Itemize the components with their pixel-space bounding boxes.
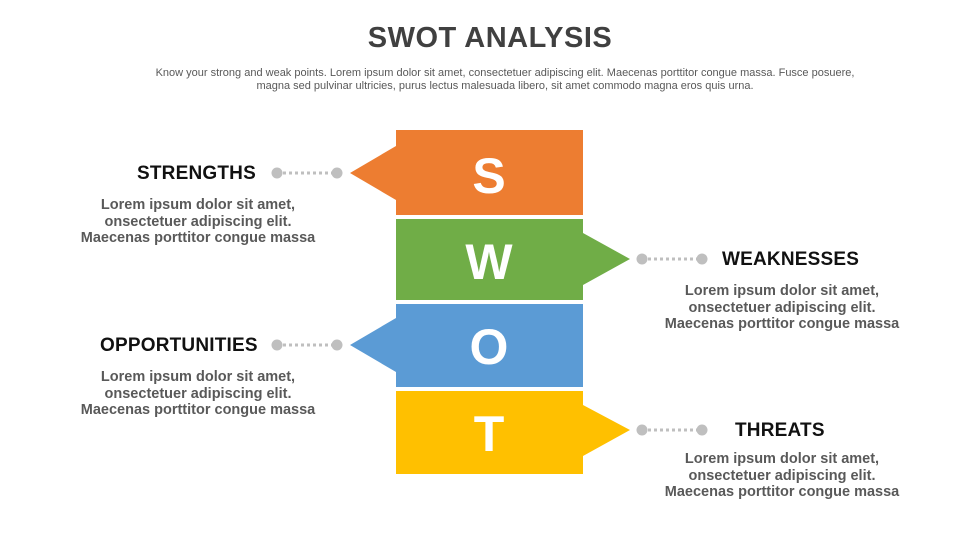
strengths-heading: STRENGTHS	[137, 163, 256, 184]
swot-block-s	[350, 130, 583, 215]
swot-letter-w: W	[465, 234, 513, 290]
page-subtitle: Know your strong and weak points. Lorem …	[155, 67, 855, 92]
swot-block-w	[396, 219, 630, 300]
strengths-connector	[271, 167, 343, 179]
swot-block-o	[350, 304, 583, 387]
weaknesses-connector	[636, 253, 708, 265]
page-title: SWOT ANALYSIS	[367, 22, 613, 54]
weaknesses-description: Lorem ipsum dolor sit amet, onsectetuer …	[664, 283, 900, 332]
swot-letter-o: O	[470, 319, 509, 375]
swot-letter-s: S	[472, 148, 505, 204]
swot-block-t	[396, 391, 630, 474]
threats-connector	[636, 424, 708, 436]
threats-heading: THREATS	[735, 420, 825, 441]
opportunities-heading: OPPORTUNITIES	[100, 335, 258, 356]
swot-letter-t: T	[474, 406, 505, 462]
strengths-description: Lorem ipsum dolor sit amet, onsectetuer …	[80, 197, 316, 246]
threats-description: Lorem ipsum dolor sit amet, onsectetuer …	[664, 451, 900, 500]
opportunities-description: Lorem ipsum dolor sit amet, onsectetuer …	[80, 369, 316, 418]
opportunities-connector	[271, 339, 343, 351]
weaknesses-heading: WEAKNESSES	[722, 249, 860, 270]
